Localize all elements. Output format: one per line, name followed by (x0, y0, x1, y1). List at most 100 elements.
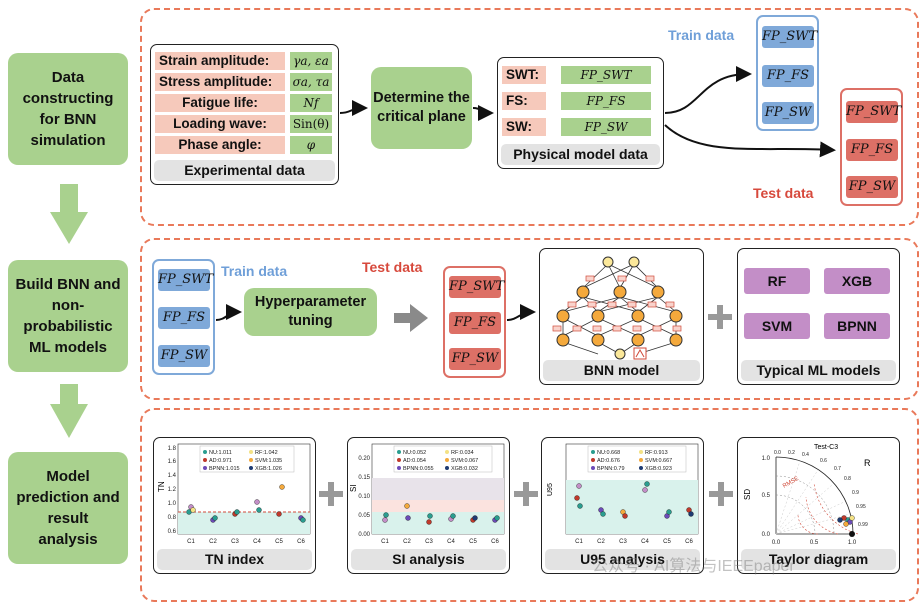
train-mid-fp-sw: FP_SW (158, 345, 210, 367)
row2-arrows (215, 304, 732, 332)
strain-amplitude-symbol: γa, εa (290, 52, 332, 70)
si-legend: NU:0.052 RF:0.034 AD:0.054 SVM:0.067 BPN… (397, 450, 478, 472)
taylor-xtick: 0.0 (772, 540, 781, 546)
test-mid-fp-swt: FP_SWT (449, 276, 504, 298)
tn-y-ticks: 1.8 1.6 1.4 1.2 1.0 0.8 0.6 (168, 446, 177, 535)
taylor-rtick: 0.2 (788, 450, 795, 456)
taylor-y-ticks: 1.0 0.5 0.0 (762, 456, 771, 538)
row1-arrows (339, 66, 836, 158)
si-xtick: C1 (381, 539, 389, 545)
tn-index-caption: TN index (157, 549, 312, 570)
taylor-ytick: 0.0 (762, 532, 771, 538)
loading-wave-label: Loading wave: (155, 115, 285, 133)
taylor-xtick: 1.0 (848, 540, 857, 546)
phase-angle-label: Phase angle: (155, 136, 285, 154)
u95-legend-item: SVM:0.667 (645, 458, 672, 464)
tn-legend-item: SVM:1.035 (255, 458, 282, 464)
taylor-ylabel: SD (743, 489, 752, 500)
si-ytick: 0.10 (358, 494, 370, 500)
tn-ytick: 1.2 (168, 487, 177, 493)
swt-symbol: FP_SWT (561, 66, 651, 84)
si-xtick: C3 (425, 539, 433, 545)
tn-legend-item: NU:1.011 (209, 450, 232, 456)
taylor-ytick: 1.0 (762, 456, 771, 462)
test-data-box-mid: FP_SWT FP_FS FP_SW (443, 266, 506, 378)
si-legend-item: AD:0.054 (403, 458, 426, 464)
tn-xtick: C1 (187, 539, 195, 545)
u95-xtick: C5 (663, 539, 671, 545)
u95-x-ticks: C1 C2 C3 C4 C5 C6 (575, 539, 693, 545)
test-mid-fp-sw: FP_SW (449, 348, 501, 370)
taylor-diagram-chart: Test-C3 SD R 1.0 0.5 0.0 0.0 0.5 1.0 RMS… (743, 444, 871, 546)
si-xtick: C2 (403, 539, 411, 545)
u95-xtick: C1 (575, 539, 583, 545)
stage-arrows (50, 184, 88, 438)
phase-angle-symbol: φ (290, 136, 332, 154)
taylor-ytick: 0.5 (762, 493, 771, 499)
tn-ytick: 1.4 (168, 473, 177, 479)
ml-bpnn: BPNN (824, 313, 890, 339)
fatigue-life-label: Fatigue life: (155, 94, 285, 112)
critical-plane-box: Determine the critical plane (371, 67, 472, 149)
si-legend-item: BPNN:0.055 (403, 466, 434, 472)
si-xtick: C4 (447, 539, 455, 545)
taylor-rtick: 0.6 (820, 458, 827, 464)
experimental-data-box: Strain amplitude: γa, εa Stress amplitud… (150, 44, 339, 185)
tn-legend-item: XGB:1.026 (255, 466, 282, 472)
train-data-box-mid: FP_SWT FP_FS FP_SW (152, 259, 215, 375)
taylor-rlabel: R (864, 458, 871, 468)
taylor-r-ticks: 0.0 0.2 0.4 0.6 0.7 0.8 0.9 0.95 0.99 (774, 450, 868, 528)
si-ytick: 0.05 (358, 513, 370, 519)
panel-data-constructing (140, 8, 919, 226)
taylor-title: Test-C3 (814, 444, 838, 451)
ml-xgb: XGB (824, 268, 890, 294)
stage-build-models: Build BNN and non-probabilistic ML model… (8, 260, 128, 372)
fatigue-life-symbol: Nf (290, 94, 332, 112)
tn-ytick: 0.6 (168, 529, 177, 535)
train-mid-fp-swt: FP_SWT (158, 269, 213, 291)
panel-model-building (140, 238, 919, 400)
test-data-box-top: FP_SWT FP_FS FP_SW (840, 88, 903, 206)
taylor-rtick: 0.95 (856, 504, 866, 510)
physical-model-caption: Physical model data (501, 144, 660, 165)
test-data-label-top: Test data (753, 185, 814, 201)
fs-symbol: FP_FS (561, 92, 651, 110)
test-fp-fs: FP_FS (846, 139, 898, 161)
tn-legend-item: AD:0.971 (209, 458, 232, 464)
si-legend-item: RF:0.034 (451, 450, 474, 456)
stress-amplitude-label: Stress amplitude: (155, 73, 285, 91)
train-fp-sw: FP_SW (762, 102, 814, 124)
typical-ml-caption: Typical ML models (741, 360, 896, 381)
stage-data-constructing: Data constructing for BNN simulation (8, 53, 128, 165)
stage-prediction-analysis: Model prediction and result analysis (8, 452, 128, 564)
train-data-label-top: Train data (668, 27, 735, 43)
tn-x-ticks: C1 C2 C3 C4 C5 C6 (187, 539, 305, 545)
si-ytick: 0.20 (358, 456, 370, 462)
strain-amplitude-label: Strain amplitude: (155, 52, 285, 70)
bnn-model-box: BNN model (539, 248, 704, 385)
si-xtick: C6 (491, 539, 499, 545)
loading-wave-symbol: Sin(θ) (290, 115, 332, 133)
bnn-model-caption: BNN model (543, 360, 700, 381)
u95-xtick: C3 (619, 539, 627, 545)
tn-legend: NU:1.011 RF:1.042 AD:0.971 SVM:1.035 BPN… (203, 450, 282, 472)
physical-model-box: SWT: FP_SWT FS: FP_FS SW: FP_SW Physical… (497, 57, 664, 169)
si-analysis-caption: SI analysis (351, 549, 506, 570)
experimental-data-caption: Experimental data (154, 160, 335, 181)
u95-legend-item: XGB:0.923 (645, 466, 672, 472)
stress-amplitude-symbol: σa, τa (290, 73, 332, 91)
u95-xtick: C2 (597, 539, 605, 545)
tn-xtick: C4 (253, 539, 261, 545)
train-data-box-top: FP_SWT FP_FS FP_SW (756, 15, 819, 131)
fs-label: FS: (502, 92, 546, 110)
taylor-rtick: 0.9 (852, 490, 859, 496)
tn-ytick: 1.8 (168, 446, 177, 452)
tn-legend-item: RF:1.042 (255, 450, 278, 456)
tn-ylabel: TN (157, 481, 166, 492)
test-fp-sw: FP_SW (846, 176, 898, 198)
u95-analysis-chart: U95 C1 C2 C3 C4 C5 C6 NU:0.668 RF:0.913 … (547, 443, 699, 545)
si-xtick: C5 (469, 539, 477, 545)
tn-ytick: 0.8 (168, 515, 177, 521)
u95-legend: NU:0.668 RF:0.913 AD:0.676 SVM:0.667 BPN… (591, 450, 672, 472)
tn-index-chart: 1.8 1.6 1.4 1.2 1.0 0.8 0.6 TN C1 C2 C3 … (157, 443, 311, 545)
